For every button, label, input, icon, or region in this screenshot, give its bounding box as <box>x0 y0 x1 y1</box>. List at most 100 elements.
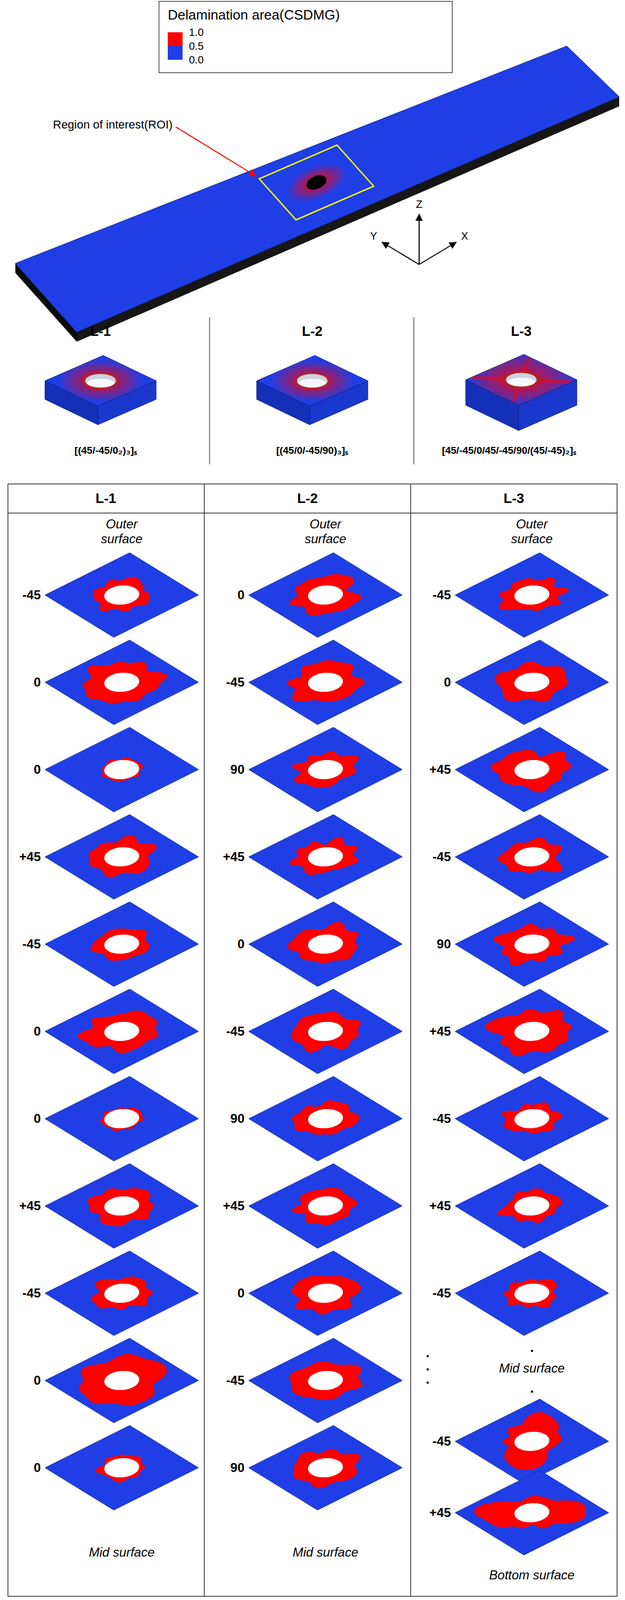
ply-angle: -45 <box>432 1286 451 1302</box>
hole <box>308 847 343 867</box>
delamination-area <box>502 1412 563 1472</box>
column-header: L-3 <box>503 491 525 507</box>
table-rule <box>410 484 412 1598</box>
hole <box>104 760 140 780</box>
hole <box>104 935 140 955</box>
hole <box>308 673 343 693</box>
legend-value: 0.0 <box>188 53 204 67</box>
hole <box>104 1022 140 1042</box>
hole <box>308 935 343 955</box>
hole <box>86 378 115 388</box>
ply-angle: +45 <box>222 1199 245 1215</box>
ply-plate <box>248 902 403 987</box>
hole <box>514 935 550 955</box>
delamination-area <box>90 928 150 962</box>
table-border <box>7 484 618 1598</box>
hole <box>514 1109 550 1129</box>
hole <box>514 1432 550 1452</box>
ply-angle: 0 <box>33 1111 41 1127</box>
ply-plate <box>455 989 609 1075</box>
surface-label: Outer surface <box>293 517 358 547</box>
legend-box: Delamination area(CSDMG)1.00.50.0 <box>158 1 453 74</box>
damage-haze <box>270 360 354 402</box>
hole <box>308 760 343 780</box>
ply-plate <box>248 727 403 813</box>
ply-angle: -45 <box>225 1373 245 1389</box>
surface-label: Mid surface <box>499 1361 565 1377</box>
delamination-area <box>293 1449 361 1489</box>
ply-angle: -45 <box>432 1111 451 1127</box>
hole <box>104 673 140 693</box>
ply-angle: -45 <box>225 1024 245 1040</box>
ply-plate <box>248 989 403 1075</box>
hole <box>85 374 116 388</box>
ellipsis-dot: . <box>425 1372 430 1389</box>
ply-plate <box>44 727 199 813</box>
ply-plate <box>455 814 609 900</box>
ply-angle: +45 <box>19 1199 41 1215</box>
delamination-area <box>87 1188 155 1227</box>
delamination-area <box>77 1010 159 1054</box>
delamination-area <box>289 1362 363 1401</box>
block-top <box>256 355 368 407</box>
damage-haze <box>58 359 143 403</box>
hole <box>104 1459 140 1479</box>
ply-angle: 0 <box>237 587 245 603</box>
delamination-area <box>289 837 359 876</box>
column-header: L-2 <box>297 491 319 507</box>
axis-label: Y <box>369 230 377 243</box>
legend-title: Delamination area(CSDMG) <box>167 6 340 24</box>
laminate-name: L-3 <box>511 323 532 340</box>
delamination-area <box>289 574 362 617</box>
ply-plate <box>44 640 199 726</box>
delamination-area <box>93 577 151 613</box>
ply-angle: -45 <box>432 587 451 603</box>
ply-angle: -45 <box>22 587 41 603</box>
delamination-area <box>101 757 144 783</box>
hole <box>304 172 329 193</box>
laminate-name: L-2 <box>302 323 323 340</box>
delamination-area <box>501 1102 563 1135</box>
ply-plate <box>455 1251 609 1337</box>
delamination-area <box>88 835 158 878</box>
hole <box>104 1197 140 1217</box>
ply-plate <box>455 1076 609 1162</box>
ply-plate <box>455 902 609 987</box>
delamination-area <box>499 577 569 612</box>
hole <box>505 373 537 387</box>
hole <box>296 374 328 388</box>
table-rule <box>203 484 205 1598</box>
ply-plate <box>248 1338 403 1424</box>
ply-plate <box>455 727 609 813</box>
axis-line <box>419 242 457 265</box>
hole <box>308 1459 343 1479</box>
hole <box>308 1371 343 1391</box>
ply-plate <box>248 1076 403 1162</box>
delamination-area <box>291 1275 361 1316</box>
delamination-area <box>503 1279 557 1309</box>
ply-angle: +45 <box>19 849 41 865</box>
ply-angle: 0 <box>33 1024 41 1040</box>
hole <box>514 585 550 605</box>
hole <box>514 1504 550 1524</box>
hole <box>514 1284 550 1304</box>
hole <box>308 1022 343 1042</box>
ply-angle: 90 <box>230 762 245 778</box>
surface-label: Mid surface <box>88 1545 155 1561</box>
hole <box>514 1197 550 1217</box>
surface-label: Mid surface <box>292 1545 359 1561</box>
delamination-area <box>497 837 563 874</box>
surface-label: Bottom surface <box>488 1568 575 1584</box>
ply-plate <box>44 814 199 900</box>
ply-angle: +45 <box>429 1199 451 1215</box>
delamination-area <box>82 662 168 704</box>
hole <box>308 1284 343 1304</box>
delamination-area <box>287 922 359 964</box>
ply-angle: +45 <box>222 849 245 865</box>
delamination-area <box>78 1354 167 1407</box>
hole <box>514 760 550 780</box>
ply-plate <box>44 989 199 1075</box>
ply-plate <box>44 1164 199 1249</box>
hole-rim <box>82 372 119 390</box>
